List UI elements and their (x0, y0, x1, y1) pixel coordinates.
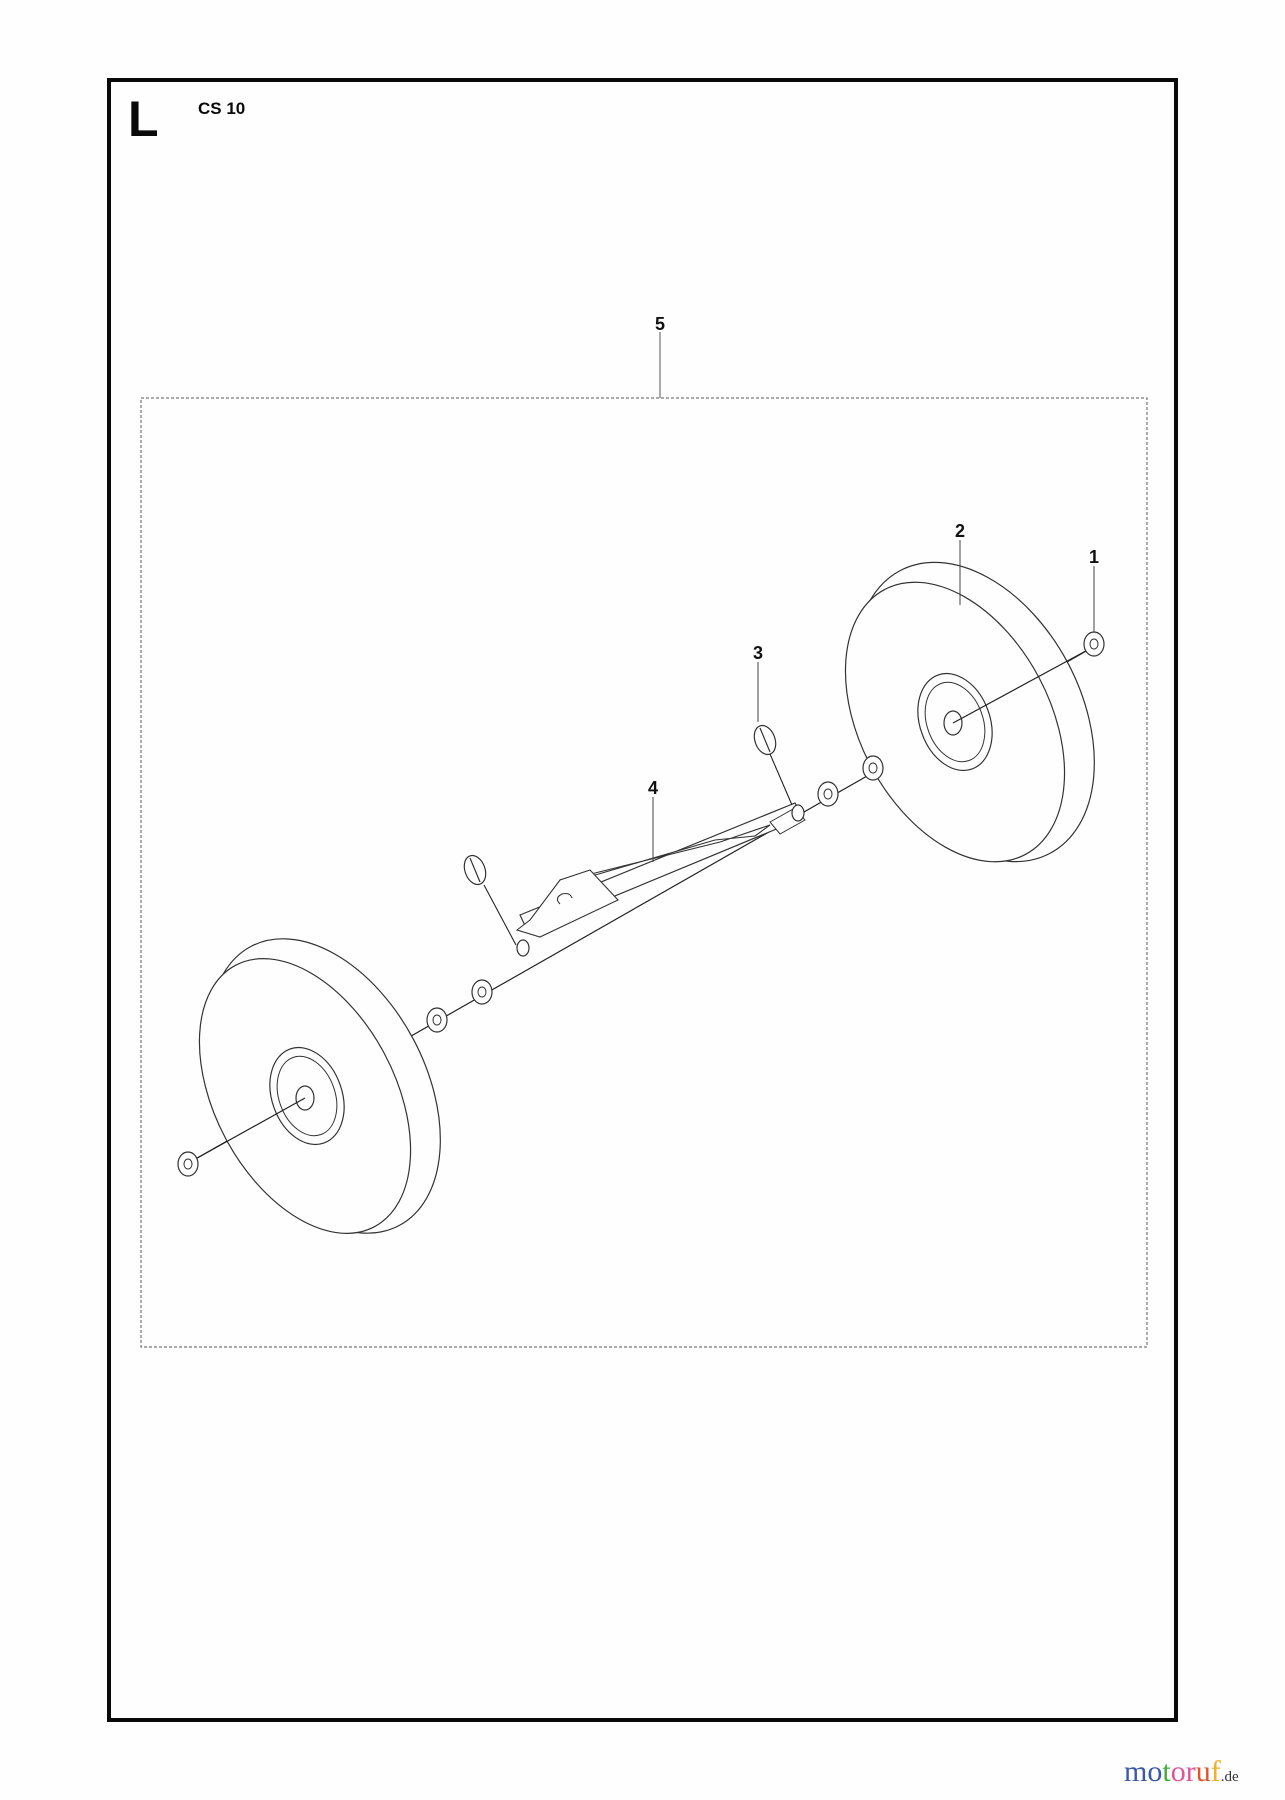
washer-right-outer (1083, 631, 1105, 657)
kit-boundary-box (140, 397, 1148, 1348)
diagram-frame (107, 78, 1178, 1722)
wheel-right (844, 561, 1096, 863)
wheel-left (189, 938, 441, 1234)
lock-pin-right (753, 724, 793, 806)
watermark-letter: u (1195, 1755, 1211, 1788)
watermark-tld: .de (1220, 1769, 1239, 1785)
lock-pin-left (463, 854, 517, 946)
washer-left-inner-2 (426, 1007, 448, 1033)
motoruf-watermark: motoruf.de (1124, 1757, 1239, 1787)
washer-right-inner-2 (817, 781, 839, 807)
washer-left-inner-1 (471, 979, 493, 1005)
callout-5: 5 (655, 314, 665, 334)
callout-1: 1 (1089, 547, 1099, 567)
washer-left-outer (177, 1151, 199, 1177)
callout-2: 2 (955, 521, 965, 541)
watermark-letter: o (1170, 1755, 1186, 1788)
watermark-letter: f (1210, 1755, 1221, 1788)
section-letter: L (128, 91, 159, 147)
callout-3: 3 (753, 643, 763, 663)
watermark-letter: t (1162, 1755, 1171, 1788)
washer-right-inner-1 (862, 755, 884, 781)
watermark-letter: r (1185, 1755, 1196, 1788)
model-label: CS 10 (198, 99, 246, 118)
callout-4: 4 (648, 778, 658, 798)
watermark-letter: o (1147, 1755, 1163, 1788)
axle-bracket (515, 802, 806, 957)
watermark-letter: m (1124, 1755, 1148, 1788)
